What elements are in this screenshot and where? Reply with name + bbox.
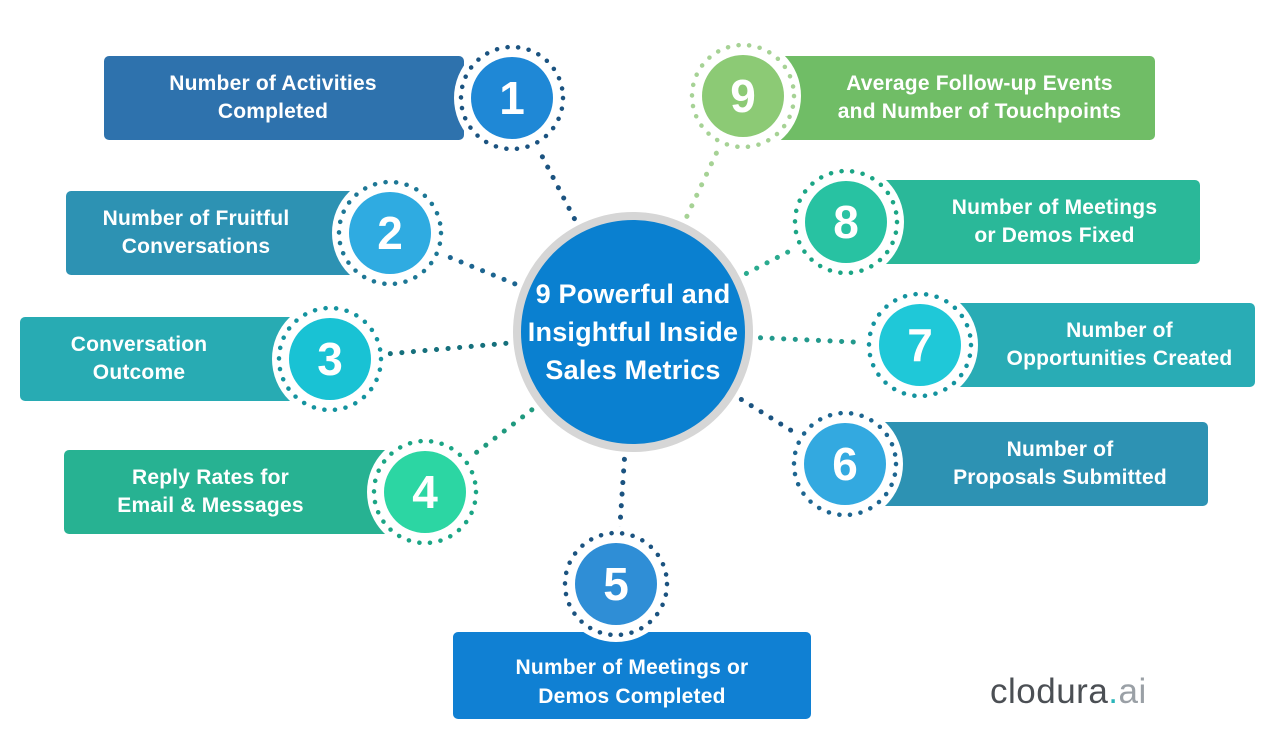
metric-number-1: 1 [499,72,525,124]
dotted-ring-icon [685,38,801,154]
metric-bar-9: Average Follow-up Events and Number of T… [744,56,1155,140]
metric-label-1: Number of Activities Completed [169,71,377,123]
dotted-ring-icon [787,406,903,522]
metric-number-6: 6 [832,438,858,490]
metric-number-5: 5 [603,558,629,610]
logo-tld-text: ai [1118,672,1147,711]
metric-label-6: Number of Proposals Submitted [953,437,1167,489]
dotted-ring-icon [332,175,448,291]
dotted-ring-icon [862,287,978,403]
metric-badge-9: 9 [683,36,803,156]
metric-bar-7: Number of Opportunities Created [922,303,1255,387]
metric-number-8: 8 [833,196,859,248]
metric-label-9: Average Follow-up Events and Number of T… [837,71,1122,123]
metric-badge-4: 4 [365,432,485,552]
metric-number-2: 2 [377,207,403,259]
center-title-circle: 9 Powerful and Insightful Inside Sales M… [513,212,753,452]
logo-name-text: clodura [990,672,1109,711]
metric-badge-1: 1 [452,38,572,158]
metric-number-9: 9 [730,70,756,122]
metric-badge-2: 2 [330,173,450,293]
metric-badge-8: 8 [786,162,906,282]
dotted-ring-icon [558,526,674,642]
metric-number-3: 3 [317,333,343,385]
metric-bar-8: Number of Meetings or Demos Fixed [847,180,1200,264]
metric-label-8: Number of Meetings or Demos Fixed [951,195,1158,247]
metric-bar-1: Number of Activities Completed [104,56,464,140]
metric-bar-6: Number of Proposals Submitted [846,422,1208,506]
metric-number-4: 4 [412,466,438,518]
metric-badge-3: 3 [270,299,390,419]
dotted-ring-icon [272,301,388,417]
metric-label-4: Reply Rates for Email & Messages [117,465,304,517]
metric-number-7: 7 [907,319,933,371]
metric-label-2: Number of Fruitful Conversations [102,206,290,258]
logo-dot: . [1108,672,1119,711]
dotted-ring-icon [788,164,904,280]
page-title: 9 Powerful and Insightful Inside Sales M… [527,278,739,386]
metric-badge-6: 6 [785,404,905,524]
metric-badge-5: 5 [556,524,676,644]
metric-label-7: Number of Opportunities Created [1006,318,1233,370]
metric-badge-7: 7 [860,285,980,405]
dotted-ring-icon [454,40,570,156]
metric-label-5: Number of Meetings or Demos Completed [515,656,749,708]
spoke-line-9 [630,93,746,335]
metric-bar-4: Reply Rates for Email & Messages [64,450,429,534]
dotted-ring-icon [367,434,483,550]
metric-label-3: Conversation Outcome [70,332,208,384]
clodura-logo: clodura.ai [990,672,1147,712]
metric-bar-5: Number of Meetings or Demos Completed [453,632,811,719]
